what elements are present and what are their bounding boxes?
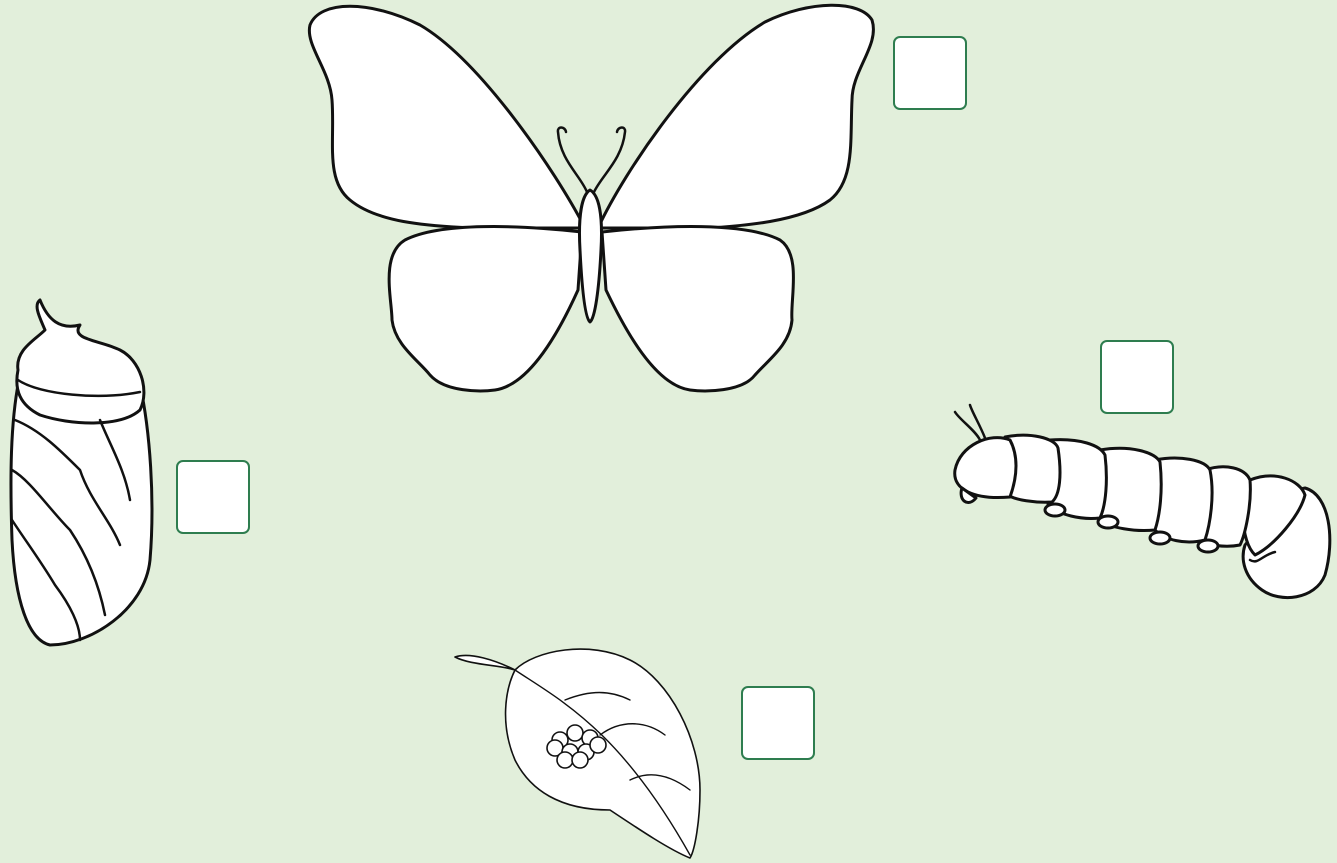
chrysalis-illustration [0, 295, 160, 655]
butterfly-illustration [300, 0, 890, 400]
caterpillar-answer-box[interactable] [1100, 340, 1174, 414]
eggs-answer-box[interactable] [741, 686, 815, 760]
chrysalis-answer-box[interactable] [176, 460, 250, 534]
caterpillar-answer-input[interactable] [1102, 342, 1176, 414]
chrysalis-answer-input[interactable] [178, 462, 252, 534]
caterpillar-illustration [940, 395, 1337, 610]
eggs-on-leaf-illustration [450, 645, 710, 860]
butterfly-answer-box[interactable] [893, 36, 967, 110]
butterfly-answer-input[interactable] [895, 38, 969, 110]
eggs-answer-input[interactable] [743, 688, 817, 760]
